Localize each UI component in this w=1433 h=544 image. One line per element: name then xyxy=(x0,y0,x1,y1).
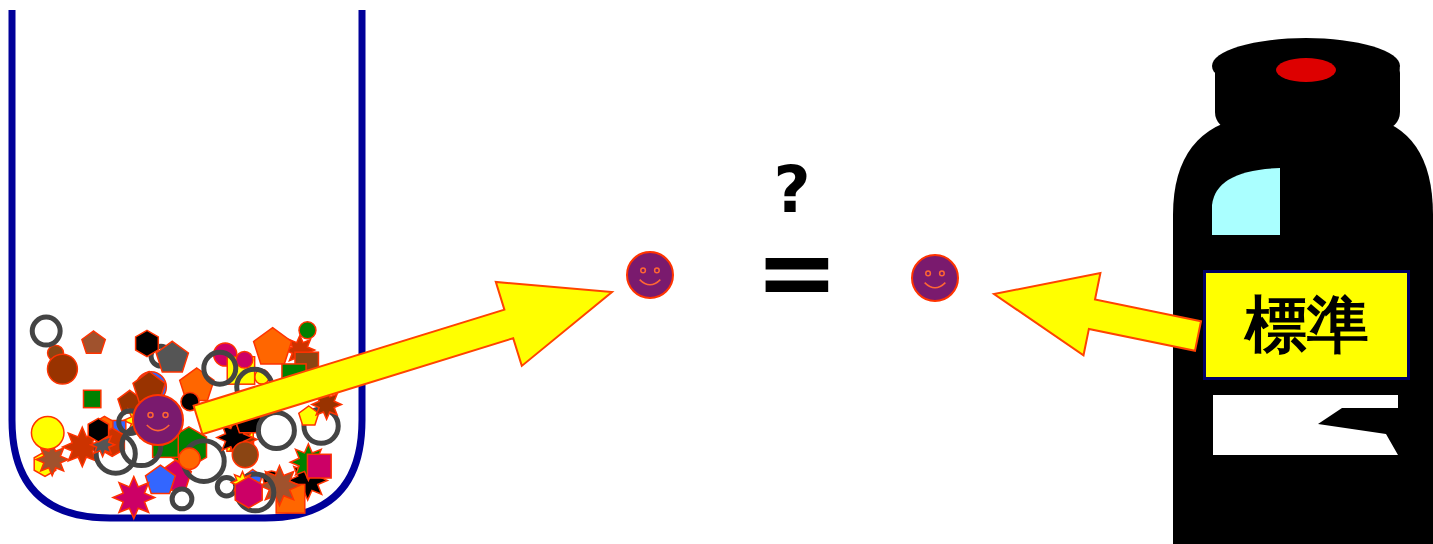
arrows xyxy=(194,273,1201,434)
particle xyxy=(179,448,200,469)
particle xyxy=(235,477,262,508)
particle xyxy=(254,328,292,364)
particle xyxy=(136,330,159,356)
reagent-bottle xyxy=(1173,38,1433,544)
cap-mark xyxy=(1276,58,1336,82)
bottle-reflection xyxy=(1213,395,1398,455)
particle xyxy=(82,331,105,353)
bottle-cap xyxy=(1212,38,1400,94)
equals-sign: = xyxy=(755,222,839,322)
bottle-highlight xyxy=(1212,168,1280,235)
target-molecule xyxy=(627,252,673,298)
extract-arrow xyxy=(994,273,1201,355)
particle xyxy=(232,442,258,468)
particle xyxy=(258,413,294,449)
particle xyxy=(217,478,236,497)
mixture xyxy=(31,317,341,518)
extract-arrow xyxy=(194,282,612,434)
target-molecule xyxy=(133,395,183,445)
particle xyxy=(156,341,188,372)
bottle-body xyxy=(1173,116,1433,544)
particle xyxy=(307,454,331,478)
particle xyxy=(88,418,108,442)
particle xyxy=(236,351,253,368)
question-mark: ? xyxy=(773,158,810,222)
particle xyxy=(113,477,155,519)
target-molecule xyxy=(912,255,958,301)
particle xyxy=(204,352,236,384)
particle xyxy=(299,322,316,339)
particle xyxy=(32,317,60,345)
particle xyxy=(260,466,300,506)
beaker xyxy=(12,10,362,518)
particle xyxy=(83,390,100,407)
label-text: 標準 xyxy=(1245,283,1369,367)
particle xyxy=(146,465,176,493)
bottle-label: 標準 xyxy=(1203,270,1410,380)
particle xyxy=(47,354,77,384)
particle xyxy=(31,417,64,450)
particle xyxy=(172,489,192,509)
